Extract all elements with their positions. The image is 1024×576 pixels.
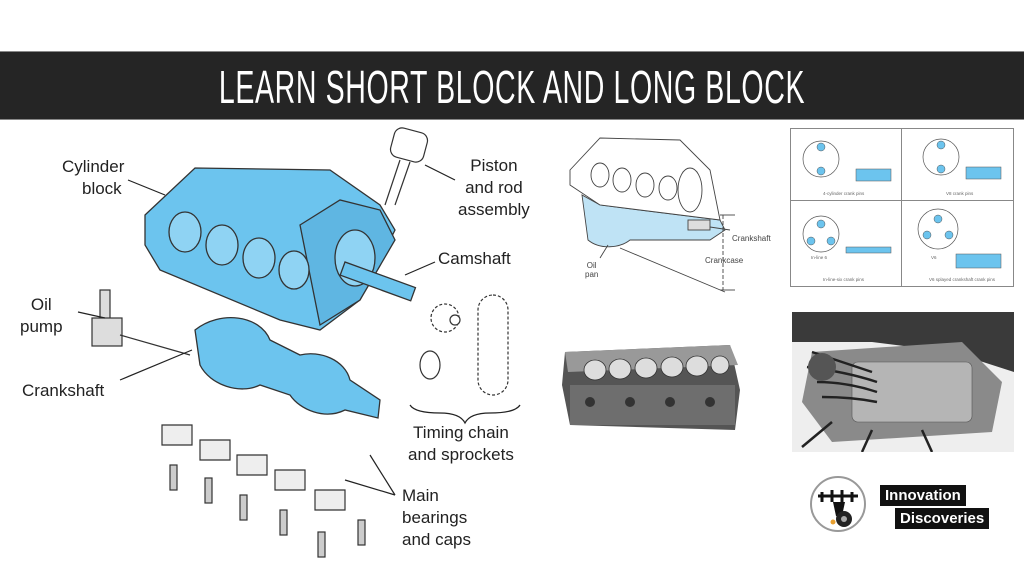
sublabel-v6: V6 <box>931 255 937 260</box>
cylinder-block-photo <box>562 345 740 430</box>
label-crankshaft-small: Crankshaft <box>732 234 771 243</box>
page-title: LEARN SHORT BLOCK AND LONG BLOCK <box>218 61 806 113</box>
caption-4-cylinder: 4-cylinder crank pins <box>823 191 865 196</box>
engine-exploded-diagram <box>77 127 521 558</box>
crankshaft-shape <box>194 317 381 419</box>
short-block-diagram <box>569 137 735 293</box>
logo-text-discoveries: Discoveries <box>895 508 990 529</box>
title-banner: LEARN SHORT BLOCK AND LONG BLOCK <box>0 51 1024 120</box>
flathead-engine-photo <box>792 312 1014 452</box>
label-crankcase: Crankcase <box>705 256 744 265</box>
logo-text-innovation: Innovation <box>880 485 966 506</box>
caption-v6: V6 splayed crankshaft crank pins <box>929 277 996 282</box>
caption-v8: V8 crank pins <box>946 191 974 196</box>
crank-pins-diagram: 4-cylinder crank pins V8 crank pins In-l… <box>790 128 1014 287</box>
sublabel-inline-6: In-line 6 <box>811 255 828 260</box>
caption-inline-six: In-line-six crank pins <box>823 277 865 282</box>
label-camshaft: Camshaft <box>438 249 511 268</box>
innovation-discoveries-logo <box>810 476 866 532</box>
camshaft-shape <box>339 261 417 302</box>
label-crankshaft: Crankshaft <box>22 381 105 400</box>
